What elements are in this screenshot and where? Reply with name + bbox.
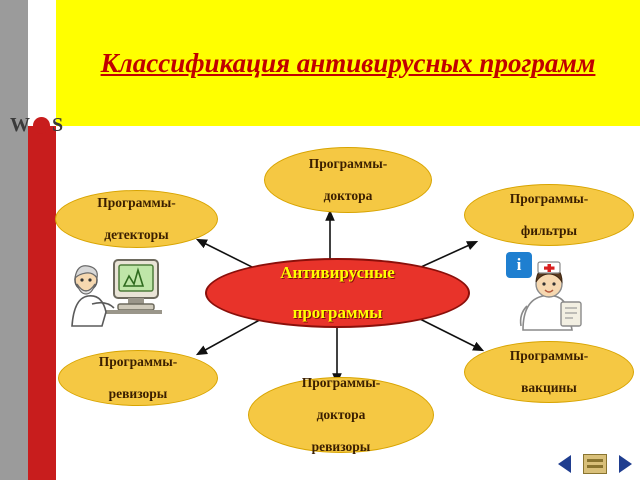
node-center-label: Антивирусные программы xyxy=(280,263,395,323)
node-doctor-auditor[interactable]: Программы- доктора ревизоры xyxy=(248,375,434,455)
left-red-bar xyxy=(28,126,56,480)
node-filter-line2: фильтры xyxy=(520,223,578,238)
node-auditor-label: Программы- ревизоры xyxy=(87,354,190,402)
node-doctor[interactable]: Программы- доктора xyxy=(264,147,432,213)
logo-dot-icon xyxy=(33,116,50,134)
node-detector-label: Программы- детекторы xyxy=(85,195,188,243)
node-vaccine-label: Программы- вакцины xyxy=(498,348,601,396)
node-doctor-auditor-line3: ревизоры xyxy=(311,439,371,454)
nurse-clipart xyxy=(519,261,582,331)
node-filter-label: Программы- фильтры xyxy=(498,191,601,239)
node-doctor-auditor-line2: доктора xyxy=(316,407,366,422)
doctor-at-computer-clipart xyxy=(71,259,162,327)
logo-prefix: W xyxy=(10,113,31,136)
node-doctor-line1: Программы- xyxy=(308,156,388,171)
node-filter[interactable]: Программы- фильтры xyxy=(464,184,634,246)
next-slide-button[interactable] xyxy=(619,455,632,473)
node-center-antivirus-programs[interactable]: Антивирусные программы xyxy=(205,258,470,328)
node-vaccine[interactable]: Программы- вакцины xyxy=(464,341,634,403)
node-vaccine-line2: вакцины xyxy=(521,380,577,395)
node-doctor-auditor-line1: Программы- xyxy=(301,375,381,390)
slide-navigation xyxy=(558,454,632,474)
logo-suffix: S xyxy=(52,113,65,136)
left-white-notch xyxy=(28,0,56,126)
node-doctor-line2: доктора xyxy=(323,188,373,203)
node-detector-line1: Программы- xyxy=(97,195,176,210)
node-filter-line1: Программы- xyxy=(509,191,589,206)
node-center-line1: Антивирусные xyxy=(280,263,395,282)
info-icon: i xyxy=(506,252,532,278)
node-detector-line2: детекторы xyxy=(104,227,169,242)
home-button[interactable] xyxy=(583,454,607,474)
title-banner: Классификация антивирусных программ xyxy=(56,0,640,126)
node-doctor-auditor-label: Программы- доктора ревизоры xyxy=(290,375,393,455)
node-center-line2: программы xyxy=(292,303,383,322)
page-title: Классификация антивирусных программ xyxy=(100,48,596,78)
logo: W S xyxy=(10,108,82,142)
node-auditor-line2: ревизоры xyxy=(108,386,168,401)
node-detector[interactable]: Программы- детекторы xyxy=(55,190,218,248)
node-doctor-label: Программы- доктора xyxy=(297,156,400,204)
info-icon-label: i xyxy=(516,255,522,274)
node-vaccine-line1: Программы- xyxy=(509,348,589,363)
node-auditor-line1: Программы- xyxy=(98,354,178,369)
prev-slide-button[interactable] xyxy=(558,455,571,473)
left-gray-bar xyxy=(0,0,28,480)
node-auditor[interactable]: Программы- ревизоры xyxy=(58,350,218,406)
